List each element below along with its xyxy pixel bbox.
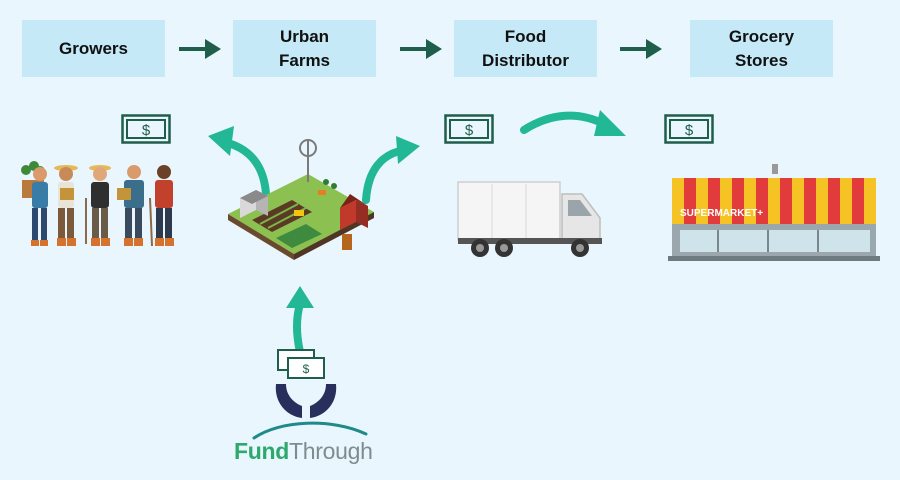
awning-stripe [864,178,876,224]
svg-text:$: $ [465,122,474,139]
brand-swoosh-icon [252,421,368,440]
awning-stripe [756,178,768,224]
stage-label-growers: Growers [59,38,128,58]
awning-stripe [780,178,792,224]
awning-stripe [720,178,732,224]
delivery-truck-icon [457,181,602,257]
svg-text:$: $ [142,122,151,139]
fundthrough-logo: FundThrough [234,438,384,465]
curved-arrow-icon [208,126,270,198]
awning-stripe [840,178,852,224]
right-arrow-icon [179,39,221,59]
dollar-bill-icon: $ [121,114,171,144]
brand-word-fund: Fund [234,438,289,464]
awning-stripe [708,178,720,224]
curved-arrow-icon [362,136,420,204]
stage-label-urban-farms: Urban Farms [278,26,331,70]
stage-label-food-distributor: Food Distributor [482,26,569,70]
right-arrow-icon [400,39,442,59]
right-arrow-icon [620,39,662,59]
awning-stripe [828,178,840,224]
awning-stripe [768,178,780,224]
stage-label-grocery-stores: Grocery Stores [728,26,795,70]
awning-stripe [672,178,684,224]
awning-stripe [804,178,816,224]
curved-arrow-icon [520,110,626,136]
awning-stripe [816,178,828,224]
stage-box-grocery-stores: Grocery Stores [690,20,833,77]
awning-stripe [792,178,804,224]
growers-illustration [21,161,174,247]
curved-arrow-icon [286,286,314,356]
awning-stripe [696,178,708,224]
svg-text:$: $ [685,122,694,139]
stage-box-growers: Growers [22,20,165,77]
urban-farm-illustration [228,139,374,260]
hands-holding-money-icon: $ [275,349,337,418]
dollar-bill-icon: $ [664,114,714,144]
brand-word-through: Through [289,438,373,464]
supermarket-illustration: SUPERMARKET+ [668,164,880,261]
svg-text:$: $ [303,362,310,376]
awning-stripe [732,178,744,224]
stage-box-food-distributor: Food Distributor [454,20,597,77]
supermarket-sign: SUPERMARKET+ [680,208,763,219]
dollar-bill-icon: $ [444,114,494,144]
awning-stripe [852,178,864,224]
stage-box-urban-farms: Urban Farms [233,20,376,77]
awning-stripe [684,178,696,224]
awning-stripe [744,178,756,224]
